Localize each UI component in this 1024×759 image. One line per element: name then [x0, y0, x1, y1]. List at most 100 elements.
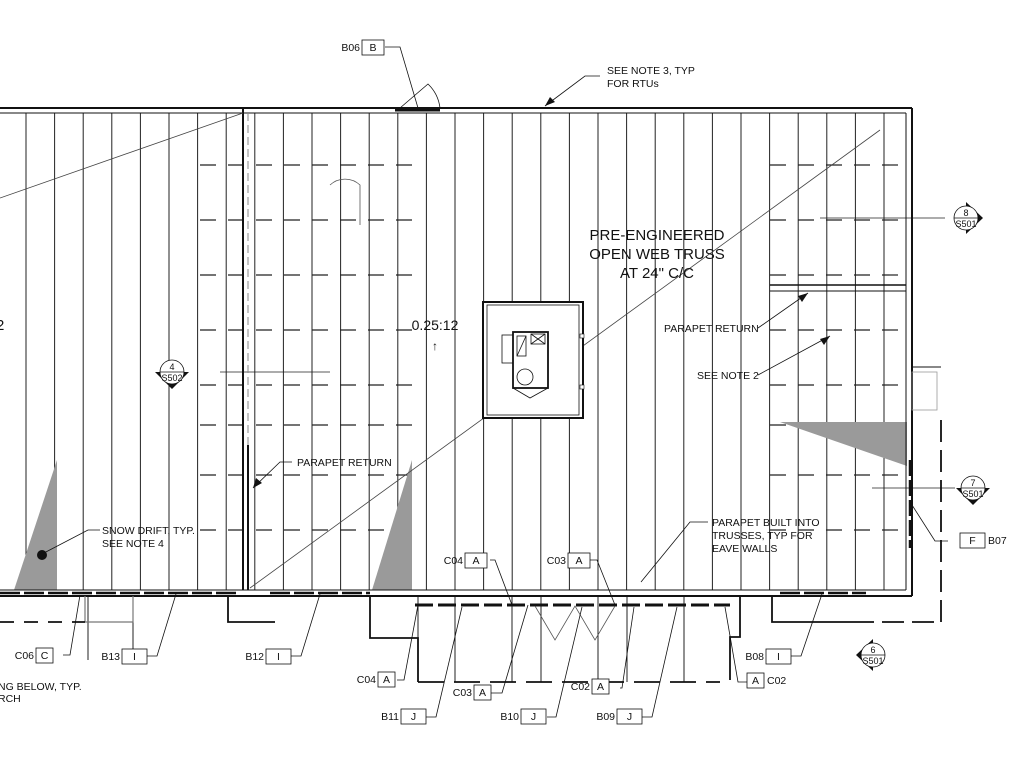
snow-drift-note-line-2: SEE NOTE 4 [102, 538, 164, 550]
tag-type: I [277, 651, 280, 663]
tag-b10[interactable]: J B10 [500, 708, 547, 725]
section-number: 6 [870, 645, 875, 655]
tag-type: A [597, 681, 604, 693]
snow-drift-middle [372, 460, 412, 590]
parapet-built-note-line-2: TRUSSES, TYP FOR [712, 530, 813, 542]
tag-type: A [479, 687, 486, 699]
tag-box [473, 684, 492, 701]
parapet-built-note-line-3: EAVE WALLS [712, 543, 777, 555]
tag-b09[interactable]: J B09 [596, 708, 643, 725]
tag-box [959, 532, 986, 549]
diagonal-line [0, 112, 244, 199]
tag-type: A [383, 674, 390, 686]
tag-c03[interactable]: A C03 [547, 552, 591, 569]
tag-id: B13 [101, 651, 120, 663]
tag-type: F [969, 535, 975, 547]
storefront-walls [0, 366, 942, 683]
parapet-return-note-right: PARAPET RETURN [664, 323, 759, 335]
section-number: 7 [970, 478, 975, 488]
tag-b07[interactable]: F B07 [959, 532, 1007, 549]
building-walls [0, 107, 913, 597]
tag-id: C04 [357, 674, 376, 686]
tag-box [265, 648, 292, 665]
truss-note-line-3: AT 24" C/C [620, 265, 694, 282]
rtu-note-line-2: FOR RTUs [607, 78, 659, 90]
tag-box [35, 647, 54, 664]
snow-drift-right [780, 422, 907, 466]
tag-b12[interactable]: I B12 [245, 648, 292, 665]
tag-type: B [369, 42, 376, 54]
edge-fragment-text: 2 [0, 317, 4, 334]
tag-box [464, 552, 488, 569]
tag-id: B08 [745, 651, 764, 663]
snow-drift-note-line-1: SNOW DRIFT, TYP. [102, 525, 195, 537]
tag-b11[interactable]: J B11 [381, 708, 427, 725]
snow-drift-left [14, 460, 57, 590]
tag-type: A [752, 675, 759, 687]
tag-c06[interactable]: C C06 [15, 647, 54, 664]
section-number: 4 [169, 362, 174, 372]
tag-id: C03 [453, 687, 472, 699]
tag-c02[interactable]: A C02 [746, 672, 786, 689]
tag-c04[interactable]: A C04 [444, 552, 488, 569]
door-swing-top [329, 83, 441, 225]
tag-type: J [411, 711, 416, 723]
tag-type: C [41, 650, 49, 662]
below-note-line-2: RCH [0, 693, 21, 705]
tag-type: I [133, 651, 136, 663]
tag-id: B11 [381, 711, 399, 723]
truss-note-line-2: OPEN WEB TRUSS [589, 246, 725, 263]
tag-type: J [627, 711, 632, 723]
tag-id: B12 [245, 651, 264, 663]
tag-box [121, 648, 148, 665]
tag-box [520, 708, 547, 725]
tag-type: J [531, 711, 536, 723]
tag-b06[interactable]: B B06 [341, 39, 385, 56]
tag-box [400, 708, 427, 725]
tag-type: A [575, 555, 582, 567]
tag-id: C02 [571, 681, 590, 693]
slope-label: 0.25:12 [412, 317, 459, 333]
section-sheet: S502 [161, 373, 182, 383]
tag-c03[interactable]: A C03 [453, 684, 492, 701]
truss-note-line-1: PRE-ENGINEERED [589, 227, 724, 244]
below-note-line-1: NG BELOW, TYP. [0, 681, 82, 693]
tag-box [361, 39, 385, 56]
tag-id: B09 [596, 711, 615, 723]
tag-id: B07 [988, 535, 1007, 547]
see-note-2: SEE NOTE 2 [697, 370, 759, 382]
rtu-note-line-1: SEE NOTE 3, TYP [607, 65, 695, 77]
tag-id: B10 [500, 711, 519, 723]
section-sheet: S501 [955, 219, 976, 229]
tag-box [746, 672, 765, 689]
tag-c04[interactable]: A C04 [357, 671, 396, 688]
tag-id: C02 [767, 675, 786, 687]
slope-arrow-icon: ↑ [432, 339, 438, 353]
parapet-return-note-left: PARAPET RETURN [297, 457, 392, 469]
section-sheet: S501 [962, 489, 983, 499]
tag-c02[interactable]: A C02 [571, 678, 610, 695]
tag-box [591, 678, 610, 695]
tag-id: C04 [444, 555, 463, 567]
tag-b08[interactable]: I B08 [745, 648, 792, 665]
tag-box [567, 552, 591, 569]
parapet-built-note-line-1: PARAPET BUILT INTO [712, 517, 820, 529]
tag-id: C03 [547, 555, 566, 567]
tag-type: A [472, 555, 479, 567]
section-sheet: S501 [862, 656, 883, 666]
tag-id: B06 [341, 42, 360, 54]
tag-box [616, 708, 643, 725]
tag-id: C06 [15, 650, 34, 662]
tag-b13[interactable]: I B13 [101, 648, 148, 665]
leader-arrowheads [37, 97, 830, 560]
leader-lines [41, 46, 948, 718]
tag-box [377, 671, 396, 688]
tag-type: I [777, 651, 780, 663]
